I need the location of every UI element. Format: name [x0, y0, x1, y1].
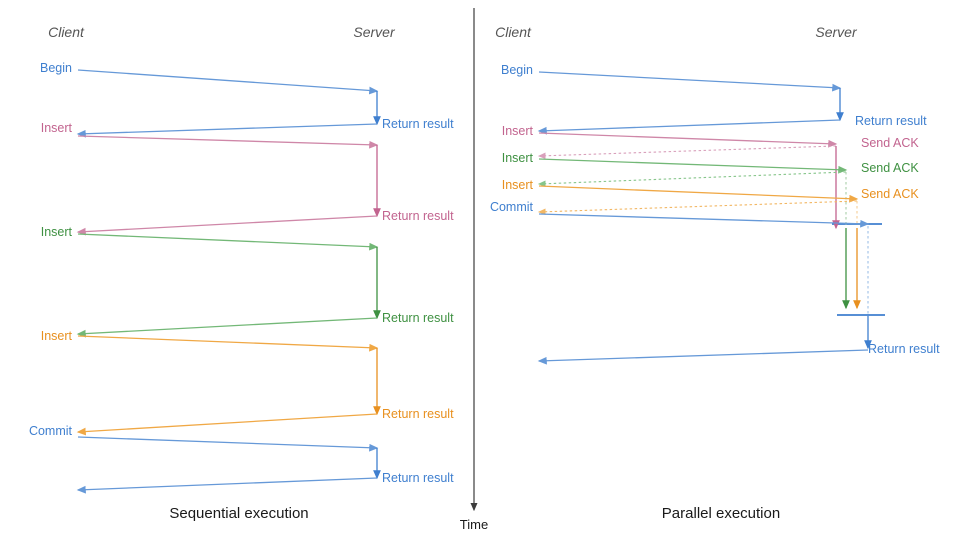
panel-caption: Sequential execution [169, 505, 308, 522]
arrow-commit-response [76, 477, 378, 494]
arrow-insert1-request [538, 132, 838, 148]
server-actor-label: Server [353, 24, 396, 40]
server-message-label: Return result [382, 311, 454, 325]
client-actor-label: Client [495, 24, 532, 40]
arrow-commit-request [77, 436, 379, 452]
client-message-label: Insert [502, 151, 534, 165]
arrow-insert2-ack [537, 171, 847, 188]
server-message-label: Return result [382, 407, 454, 421]
arrow-begin-response [76, 123, 378, 138]
arrow-insert2-request [77, 233, 379, 251]
arrow-commit-request [538, 213, 870, 228]
arrow-begin-request [538, 71, 842, 92]
client-message-label: Insert [41, 329, 73, 343]
time-axis-layer: Time [460, 8, 488, 532]
time-axis-label: Time [460, 517, 488, 532]
client-message-label: Begin [501, 63, 533, 77]
client-message-label: Insert [502, 124, 534, 138]
client-message-label: Begin [40, 61, 72, 75]
arrow-insert3-request [77, 335, 379, 352]
server-message-label: Send ACK [861, 187, 919, 201]
arrow-insert3-ack [537, 200, 858, 216]
arrow-insert3-request [538, 185, 859, 203]
panel-caption: Parallel execution [662, 505, 780, 522]
arrow-insert1-response [76, 215, 378, 236]
client-actor-label: Client [48, 24, 85, 40]
server-message-label: Return result [382, 209, 454, 223]
client-message-label: Commit [490, 200, 534, 214]
arrow-insert2-response [76, 317, 378, 338]
arrow-insert3-response [76, 413, 378, 436]
client-message-label: Insert [41, 225, 73, 239]
arrow-insert1-ack [537, 145, 837, 160]
arrow-insert1-request [77, 135, 379, 149]
arrow-insert2-request [538, 158, 848, 174]
server-message-label: Return result [382, 117, 454, 131]
arrow-commit-response [537, 349, 869, 365]
client-message-label: Commit [29, 424, 73, 438]
arrow-begin-response [537, 119, 841, 135]
client-message-label: Insert [502, 178, 534, 192]
server-message-label: Send ACK [861, 161, 919, 175]
server-actor-label: Server [815, 24, 858, 40]
server-message-label: Send ACK [861, 136, 919, 150]
client-message-label: Insert [41, 121, 73, 135]
server-message-label: Return result [868, 342, 940, 356]
server-message-label: Return result [382, 471, 454, 485]
arrow-begin-request [77, 69, 379, 95]
server-message-label: Return result [855, 114, 927, 128]
